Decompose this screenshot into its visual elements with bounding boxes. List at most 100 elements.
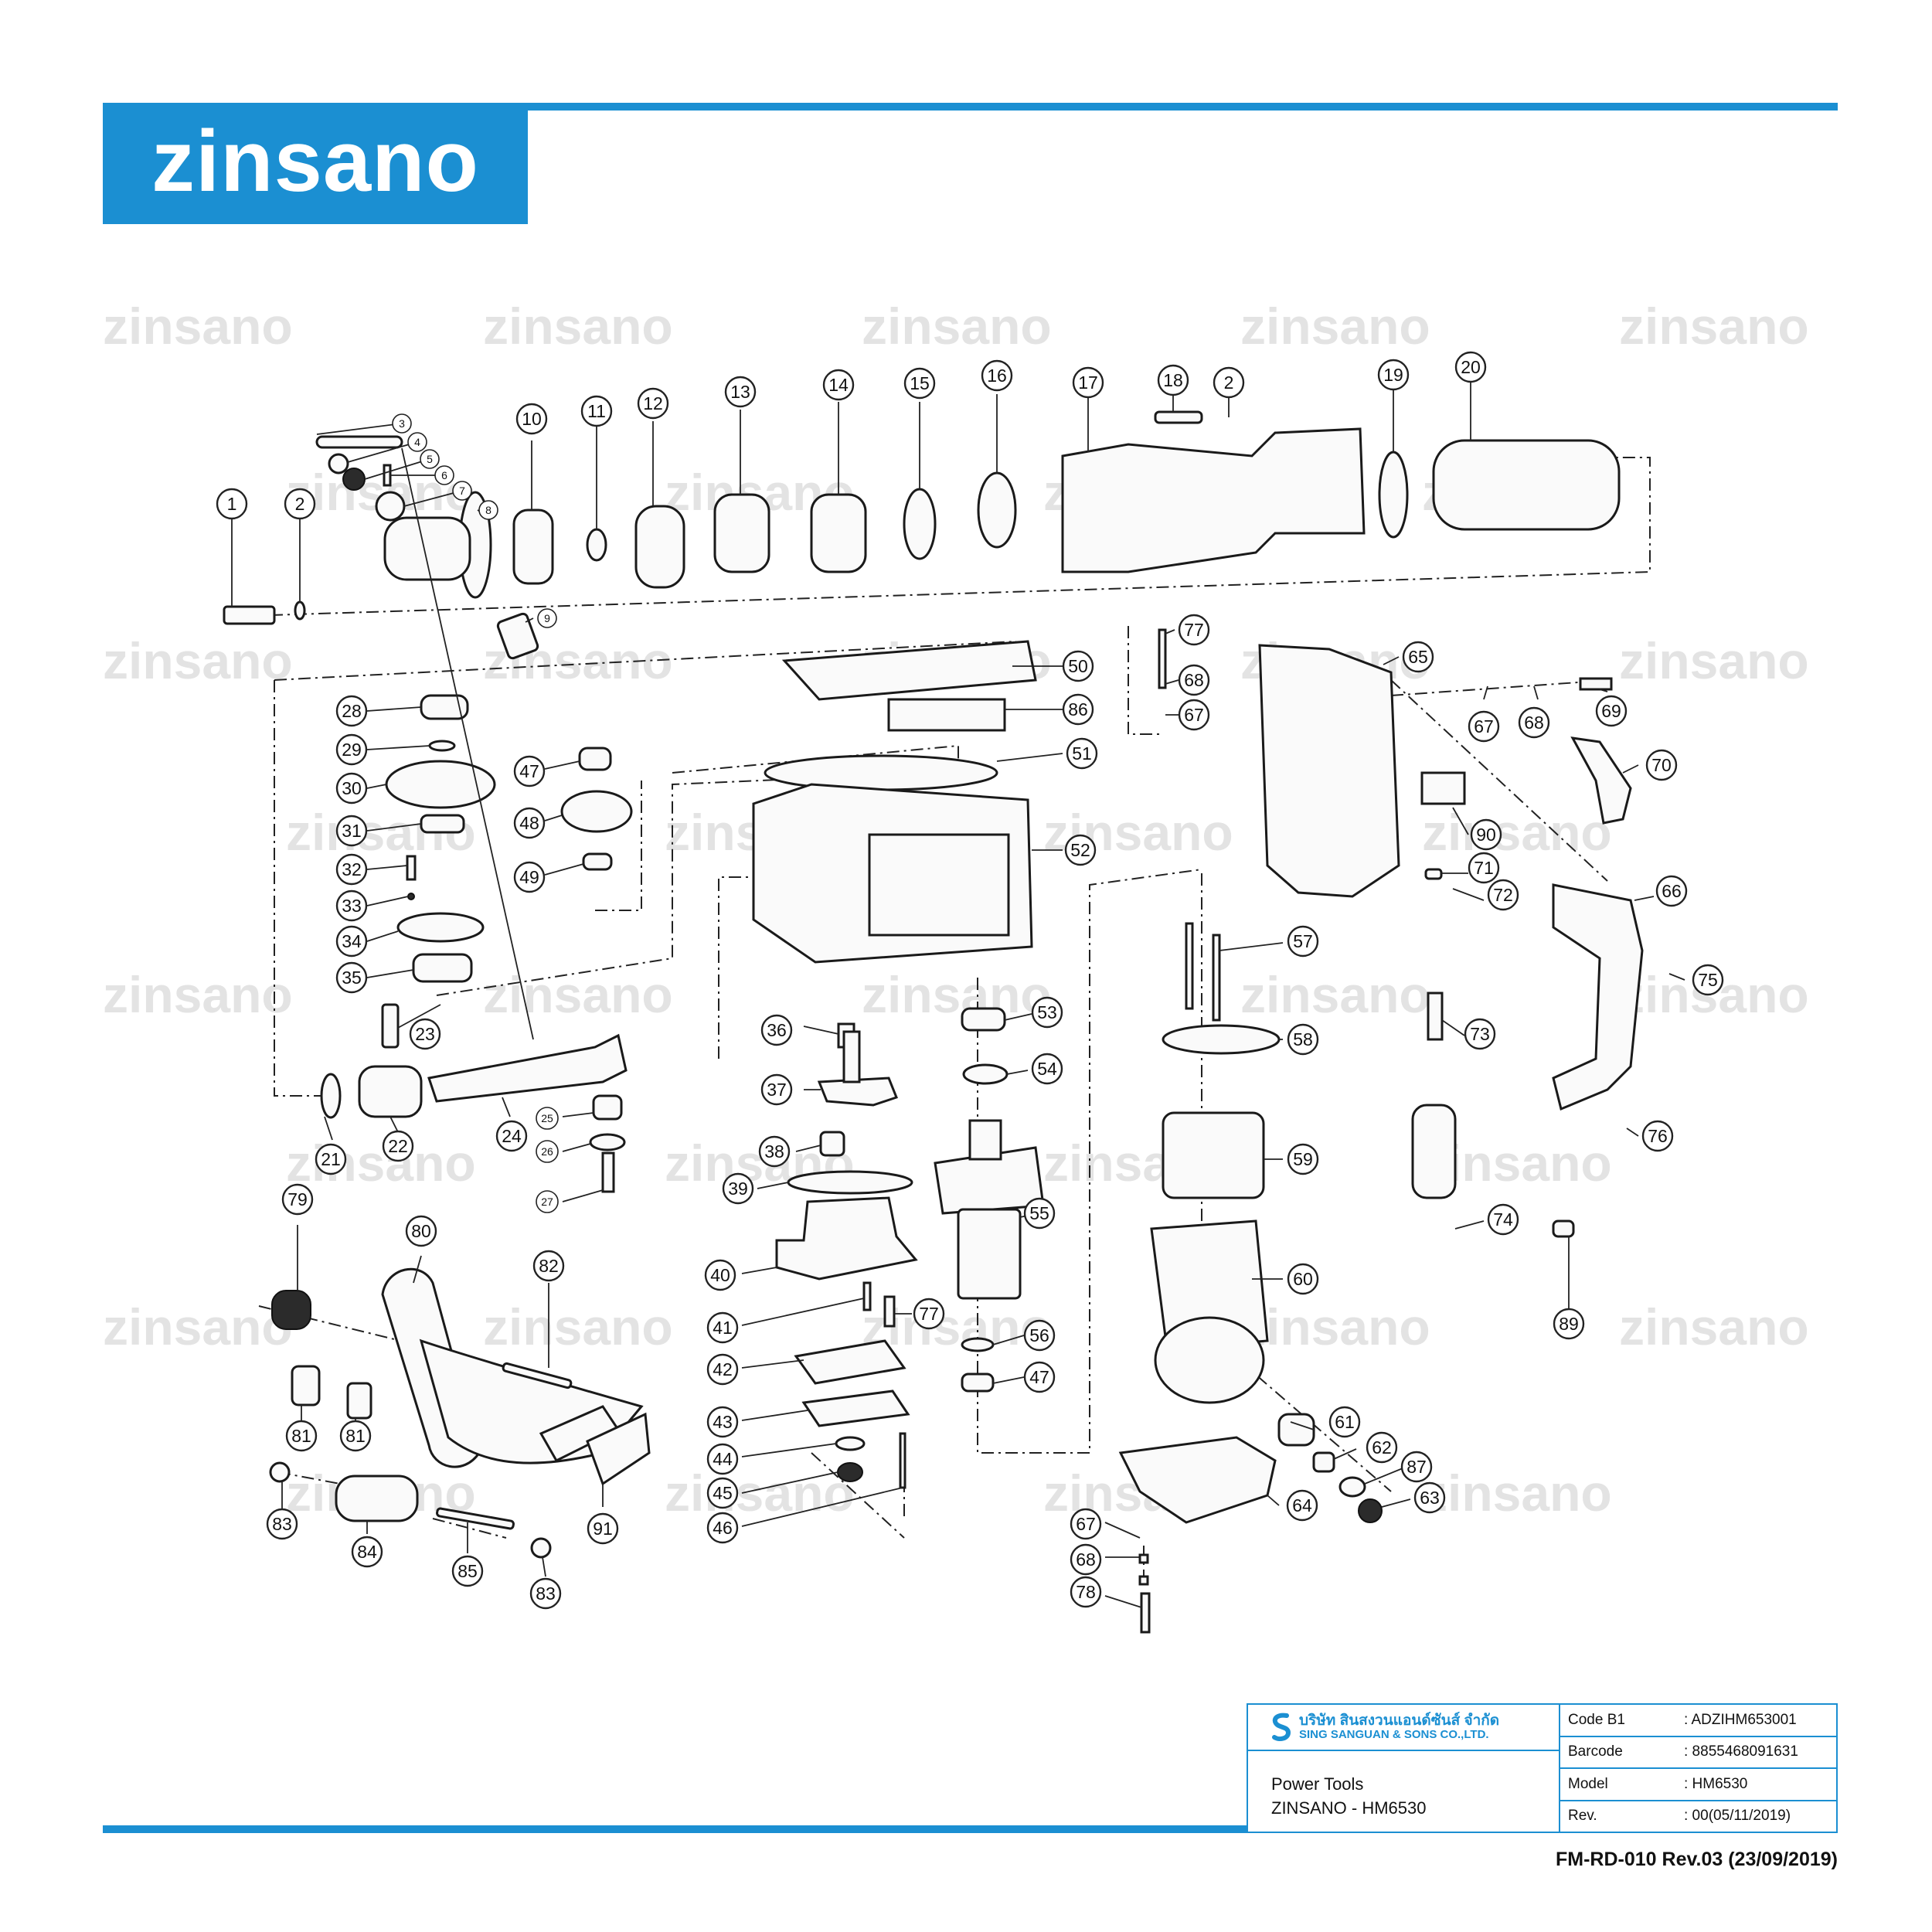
- svg-text:31: 31: [342, 821, 362, 841]
- watermark-text: zinsano: [103, 1298, 293, 1355]
- switch-70: [1570, 736, 1632, 825]
- brush-holder-61: [1277, 1413, 1315, 1447]
- watermark-text: zinsano: [1619, 298, 1809, 355]
- pin-23: [381, 1003, 400, 1049]
- bolt-78: [1140, 1592, 1151, 1634]
- plate-34: [396, 912, 485, 943]
- svg-text:18: 18: [1163, 370, 1183, 390]
- svg-text:2: 2: [295, 494, 305, 514]
- svg-text:83: 83: [272, 1514, 292, 1534]
- callout-83a: 83: [266, 1508, 298, 1540]
- screw-77a: [1158, 628, 1167, 689]
- callout-49: 49: [513, 861, 546, 893]
- callout-45: 45: [706, 1477, 739, 1509]
- bushing-25: [592, 1094, 623, 1121]
- svg-text:63: 63: [1420, 1488, 1440, 1508]
- svg-text:66: 66: [1662, 881, 1682, 901]
- callout-79: 79: [281, 1183, 314, 1216]
- callout-90: 90: [1470, 818, 1502, 851]
- svg-text:48: 48: [519, 813, 539, 833]
- title-block-fields: Code B1 : ADZIHM653001 Barcode : 8855468…: [1560, 1705, 1836, 1832]
- callout-62: 62: [1366, 1431, 1398, 1464]
- callout-68b: 68: [1518, 706, 1550, 739]
- crank-37: [817, 1077, 898, 1107]
- bearing-box-40: [775, 1196, 918, 1281]
- svg-text:35: 35: [342, 968, 362, 988]
- callout-11: 11: [580, 395, 613, 427]
- svg-text:15: 15: [910, 373, 930, 393]
- svg-text:53: 53: [1037, 1002, 1057, 1022]
- bushing-12: [634, 505, 685, 589]
- svg-text:69: 69: [1601, 701, 1621, 721]
- company-names: บริษัท สินสงวนแอนด์ซันส์ จำกัด SING SANG…: [1299, 1713, 1499, 1741]
- callout-17: 17: [1072, 366, 1104, 399]
- con-rod-24: [427, 1033, 628, 1103]
- knob-79: [271, 1290, 311, 1330]
- callout-37: 37: [760, 1073, 793, 1106]
- screw-46: [899, 1432, 906, 1489]
- svg-text:2: 2: [1224, 372, 1234, 393]
- cover-50: [781, 640, 1037, 701]
- callout-27: 27: [536, 1190, 559, 1213]
- company-banner: บริษัท สินสงวนแอนด์ซันส์ จำกัด SING SANG…: [1248, 1705, 1559, 1751]
- svg-text:60: 60: [1293, 1269, 1313, 1289]
- svg-text:4: 4: [414, 436, 420, 448]
- o-ring-15: [903, 488, 937, 560]
- grip-20: [1432, 439, 1621, 531]
- svg-text:37: 37: [767, 1080, 787, 1100]
- callout-55: 55: [1023, 1197, 1056, 1230]
- callout-13: 13: [724, 376, 757, 408]
- ring-56: [961, 1337, 995, 1352]
- ring-4: [328, 453, 349, 474]
- callout-48: 48: [513, 807, 546, 839]
- watermark-text: zinsano: [103, 966, 293, 1023]
- svg-text:24: 24: [502, 1126, 522, 1146]
- field-key: Barcode: [1568, 1743, 1623, 1760]
- svg-text:5: 5: [427, 453, 433, 465]
- callout-72: 72: [1487, 879, 1519, 911]
- clamp-81b: [346, 1382, 372, 1420]
- svg-text:27: 27: [541, 1196, 553, 1208]
- watermark-text: zinsano: [483, 1298, 673, 1355]
- callout-81b: 81: [339, 1420, 372, 1452]
- screw-18: [1154, 410, 1203, 424]
- svg-text:89: 89: [1559, 1314, 1579, 1334]
- callout-91: 91: [587, 1512, 619, 1545]
- svg-text:26: 26: [541, 1145, 553, 1158]
- svg-text:81: 81: [291, 1426, 311, 1446]
- watermark-text: zinsano: [1619, 1298, 1809, 1355]
- svg-text:16: 16: [987, 366, 1007, 386]
- svg-text:44: 44: [713, 1449, 733, 1469]
- callout-87: 87: [1400, 1451, 1433, 1483]
- watermark-text: zinsano: [1240, 1298, 1430, 1355]
- callout-15: 15: [903, 367, 936, 400]
- callout-53: 53: [1031, 996, 1063, 1029]
- svg-text:58: 58: [1293, 1029, 1313, 1049]
- bearing-47a: [578, 747, 612, 771]
- callout-38: 38: [758, 1135, 791, 1168]
- callout-40: 40: [704, 1259, 736, 1291]
- barrel-housing-17: [1061, 427, 1366, 573]
- callout-42: 42: [706, 1353, 739, 1386]
- header-bar: [103, 103, 1838, 111]
- callout-25: 25: [536, 1107, 559, 1130]
- svg-text:23: 23: [415, 1024, 435, 1044]
- company-name-english: SING SANGUAN & SONS CO.,LTD.: [1299, 1728, 1489, 1742]
- callout-73: 73: [1464, 1018, 1496, 1050]
- callout-31: 31: [335, 815, 368, 847]
- washer-68b: [1138, 1575, 1149, 1586]
- bolt-82: [502, 1362, 573, 1389]
- ring-21: [320, 1073, 342, 1119]
- plate-58: [1162, 1024, 1281, 1055]
- callout-67b: 67: [1468, 710, 1500, 743]
- cord-guard-74: [1411, 1104, 1457, 1199]
- callout-39: 39: [722, 1172, 754, 1205]
- gear-48: [560, 790, 633, 833]
- housing-ribs: [868, 833, 1010, 937]
- clamp-71: [1424, 868, 1443, 880]
- field-value: : 8855468091631: [1684, 1743, 1798, 1760]
- callout-59: 59: [1287, 1143, 1319, 1175]
- svg-text:13: 13: [730, 382, 750, 402]
- svg-text:49: 49: [519, 867, 539, 887]
- svg-text:12: 12: [643, 393, 663, 413]
